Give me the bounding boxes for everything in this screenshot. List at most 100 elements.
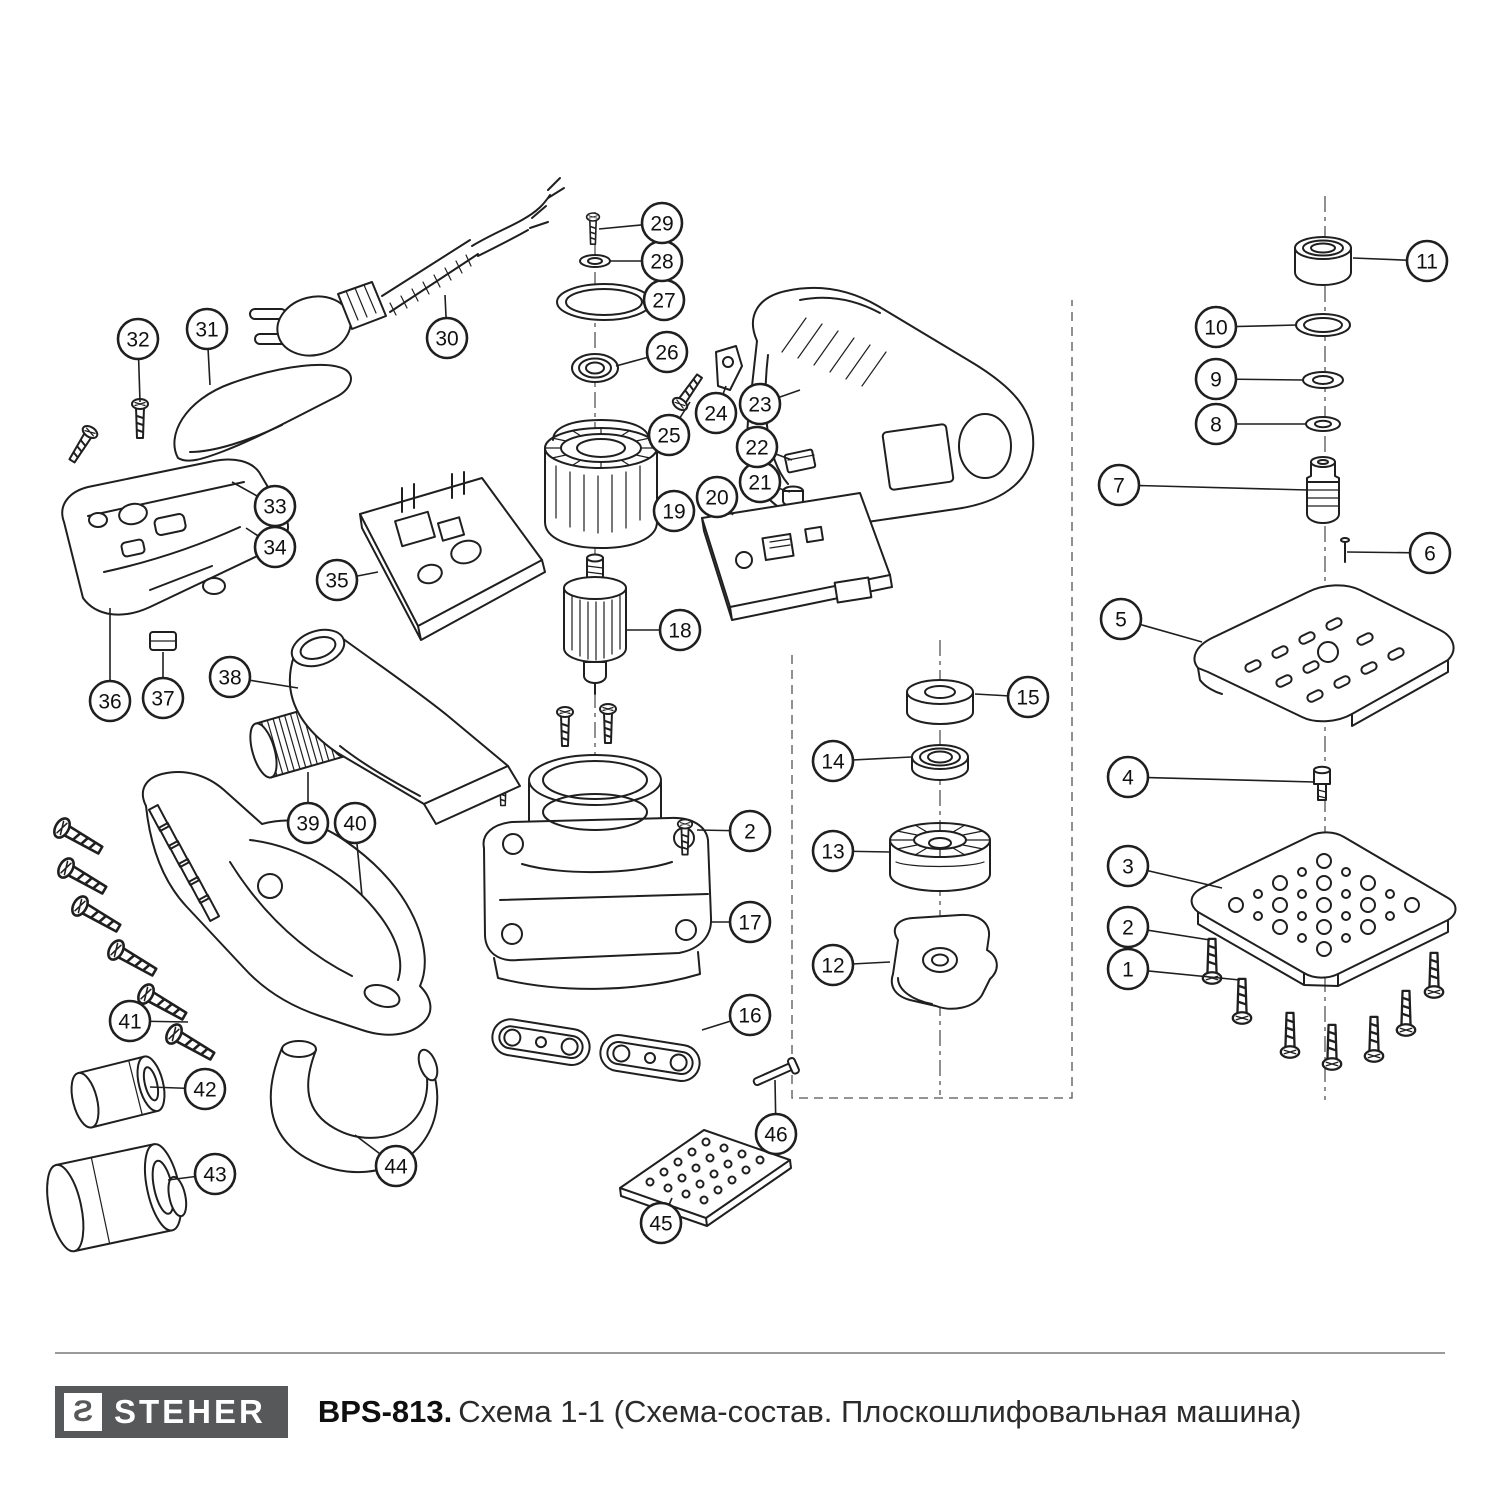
callout-11: 11 xyxy=(1352,239,1449,283)
screw-1 xyxy=(1231,977,1253,1025)
svg-text:7: 7 xyxy=(1113,475,1125,498)
callout-35: 35 xyxy=(315,558,379,602)
screw-41 xyxy=(53,854,111,901)
svg-text:2: 2 xyxy=(744,821,756,844)
ring-10 xyxy=(1295,313,1351,337)
rotor-armature xyxy=(563,553,627,695)
callout-balloons: 1223456789101112131415161718192021222324… xyxy=(88,201,1452,1245)
svg-text:13: 13 xyxy=(821,841,844,864)
plate-screw xyxy=(1279,1011,1301,1059)
callout-15: 15 xyxy=(974,675,1050,719)
retainer-ring-27 xyxy=(556,283,652,321)
screw-4 xyxy=(1313,765,1331,801)
fan-13 xyxy=(889,822,991,892)
screw-41 xyxy=(49,814,107,861)
svg-text:19: 19 xyxy=(662,501,685,524)
svg-text:44: 44 xyxy=(384,1156,408,1179)
pin-46 xyxy=(752,1057,800,1087)
callout-37: 37 xyxy=(141,652,185,720)
controller-pcb xyxy=(359,471,546,641)
callout-32: 32 xyxy=(116,317,160,403)
callout-22: 22 xyxy=(735,425,793,469)
callout-18: 18 xyxy=(627,608,702,652)
callout-36: 36 xyxy=(88,608,132,723)
plate-screw xyxy=(1395,989,1417,1037)
dust-adapter-large xyxy=(46,1143,188,1253)
handle-cover xyxy=(173,363,352,462)
svg-text:30: 30 xyxy=(435,328,458,351)
svg-text:5: 5 xyxy=(1115,609,1127,632)
callout-5: 5 xyxy=(1099,597,1203,643)
screw-32b xyxy=(64,422,101,467)
svg-text:16: 16 xyxy=(738,1005,761,1028)
callout-9: 9 xyxy=(1194,357,1304,401)
switch-housing-top xyxy=(61,458,289,616)
screw-41 xyxy=(67,892,125,939)
callout-40: 40 xyxy=(333,801,377,897)
callout-20: 20 xyxy=(695,475,739,519)
svg-text:35: 35 xyxy=(325,570,348,593)
callout-24: 24 xyxy=(694,385,738,435)
callout-13: 13 xyxy=(811,829,891,873)
svg-text:2: 2 xyxy=(1122,917,1134,940)
steher-logo: Ƨ STEHER xyxy=(55,1386,288,1438)
callout-2: 2 xyxy=(696,809,772,853)
svg-text:28: 28 xyxy=(650,251,673,274)
callout-45: 45 xyxy=(639,1197,683,1245)
model-number: BPS-813. xyxy=(317,1394,453,1429)
svg-text:17: 17 xyxy=(738,912,761,935)
callout-30: 30 xyxy=(425,294,469,360)
callout-42: 42 xyxy=(149,1067,227,1111)
svg-text:25: 25 xyxy=(657,425,680,448)
footer-divider xyxy=(55,1352,1445,1354)
svg-text:3: 3 xyxy=(1122,856,1134,879)
callout-12: 12 xyxy=(811,943,891,987)
plate-screw xyxy=(1423,951,1445,999)
bearing-11 xyxy=(1294,236,1352,286)
bearing-14 xyxy=(911,744,969,781)
callout-38: 38 xyxy=(208,655,299,699)
svg-text:24: 24 xyxy=(704,403,728,426)
washer-9 xyxy=(1302,371,1344,389)
screw-2b xyxy=(599,703,617,744)
sanding-pad-upper xyxy=(1193,584,1455,727)
callout-6: 6 xyxy=(1346,531,1452,575)
lever-24 xyxy=(715,345,743,391)
callout-46: 46 xyxy=(754,1079,798,1156)
svg-text:6: 6 xyxy=(1424,543,1436,566)
callout-7: 7 xyxy=(1097,463,1309,507)
base-plate xyxy=(1190,831,1457,987)
svg-text:34: 34 xyxy=(263,537,287,560)
steher-logo-text: STEHER xyxy=(114,1393,266,1430)
stator xyxy=(544,419,658,549)
bushing-7 xyxy=(1306,456,1340,524)
power-cord-plug xyxy=(249,177,565,357)
footer: Ƨ STEHER BPS-813.Схема 1-1 (Схема-состав… xyxy=(55,1352,1445,1438)
caption-text: Схема 1-1 (Схема-состав. Плоскошлифоваль… xyxy=(458,1394,1302,1429)
callout-39: 39 xyxy=(286,772,330,845)
svg-text:23: 23 xyxy=(748,394,771,417)
washer-28 xyxy=(579,254,611,268)
callout-29: 29 xyxy=(598,201,684,245)
svg-text:8: 8 xyxy=(1210,414,1222,437)
sanding-sheet xyxy=(619,1129,792,1227)
svg-text:20: 20 xyxy=(705,487,728,510)
small-part-37 xyxy=(149,631,177,651)
svg-text:41: 41 xyxy=(118,1011,141,1034)
pin-6 xyxy=(1340,537,1350,563)
svg-text:46: 46 xyxy=(764,1124,787,1147)
svg-text:29: 29 xyxy=(650,213,673,236)
callout-19: 19 xyxy=(652,489,696,533)
svg-text:36: 36 xyxy=(98,691,121,714)
callout-31: 31 xyxy=(185,307,229,386)
svg-text:9: 9 xyxy=(1210,369,1222,392)
link-plates xyxy=(491,1018,701,1083)
callout-26: 26 xyxy=(615,330,689,374)
svg-text:21: 21 xyxy=(748,472,771,495)
screw-41 xyxy=(103,936,161,983)
screw-2a xyxy=(556,706,574,747)
svg-text:40: 40 xyxy=(343,813,366,836)
svg-text:1: 1 xyxy=(1122,959,1134,982)
svg-text:27: 27 xyxy=(652,290,675,313)
